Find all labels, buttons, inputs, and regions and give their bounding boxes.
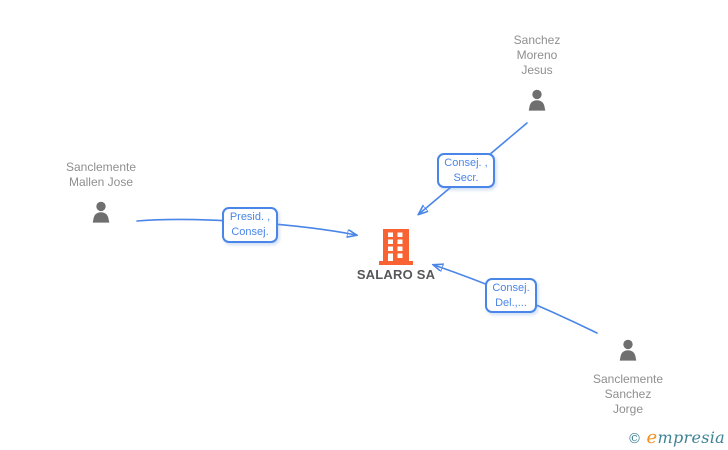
building-icon [379,229,413,265]
person-icon [528,89,546,111]
person-node-sanchez-moreno-jesus[interactable]: Sanchez Moreno Jesus [477,33,597,114]
edge-label-presid-consej[interactable]: Presid. , Consej. [222,207,278,243]
company-name: SALARO SA [356,267,436,282]
person-name-line: Sanclemente [65,160,137,174]
edge-label-consej-del[interactable]: Consej. Del.,... [485,278,537,313]
person-name: Sanclemente Mallen Jose [66,160,136,190]
person-icon [92,201,110,223]
edge-label-line: Secr. [453,171,479,184]
edge-label-line: Consej. [231,226,269,238]
copyright-icon: © [627,431,642,447]
watermark-empresia[interactable]: © empresia [628,427,725,448]
edge-label-consej-secr[interactable]: Consej. , Secr. [437,153,495,188]
person-name-line: Sanchez [513,33,561,47]
person-node-sanclemente-mallen-jose[interactable]: Sanclemente Mallen Jose [31,160,171,226]
brand-rest: mpresia [657,428,725,447]
person-node-sanclemente-sanchez-jorge[interactable]: Sanclemente Sanchez Jorge [558,338,698,417]
person-name-line: Sanchez [604,387,652,401]
person-name-line: Jorge [612,402,643,416]
edge-label-line: Presid. , [229,211,271,223]
person-name: Sanchez Moreno Jesus [514,33,561,78]
person-name-line: Sanclemente [592,372,664,386]
person-name-line: Mallen Jose [68,175,133,189]
person-name-line: Moreno [516,48,558,62]
company-node-salaro-sa[interactable]: SALARO SA [326,229,466,283]
person-name-line: Jesus [521,63,553,77]
person-name: Sanclemente Sanchez Jorge [593,372,663,417]
edge-label-line: Del.,... [495,296,527,309]
edge-label-line: Consej. , [444,156,488,169]
person-icon [619,339,637,361]
brand-initial: e [646,427,658,448]
edge-label-line: Consej. [492,281,530,294]
brand-logo: empresia [647,427,725,448]
